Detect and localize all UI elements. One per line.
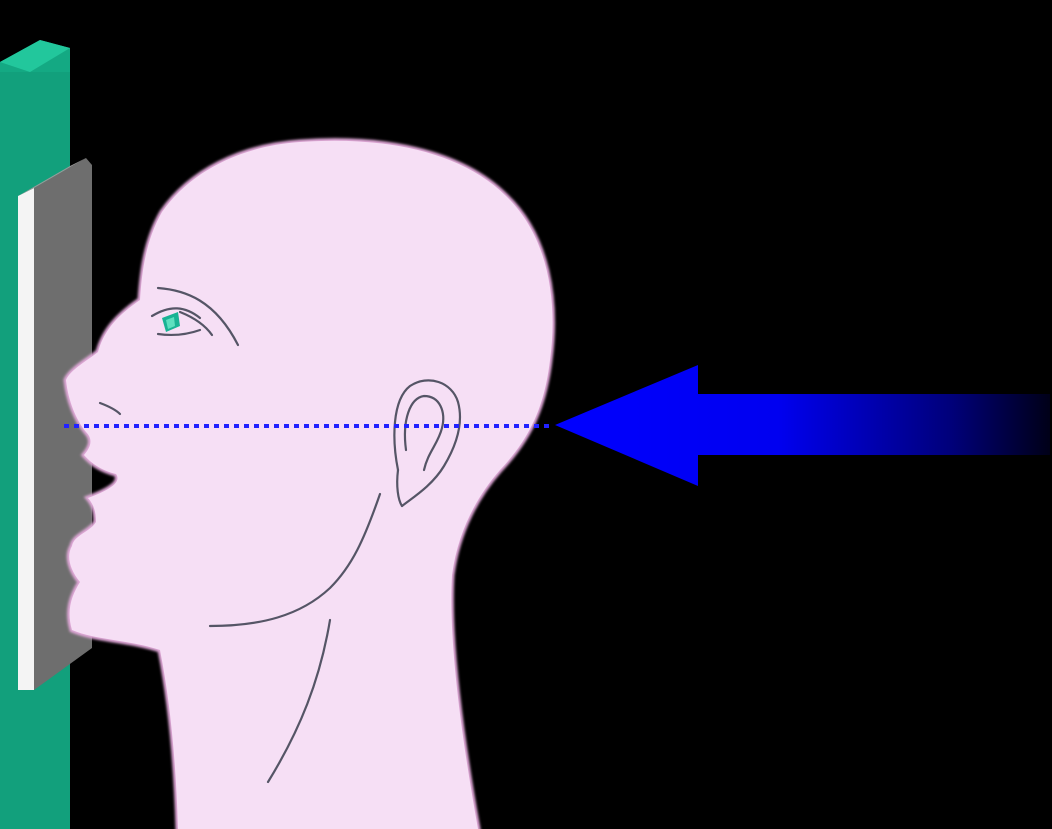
- diagram-canvas: [0, 0, 1052, 829]
- radiography-diagram: [0, 0, 1052, 829]
